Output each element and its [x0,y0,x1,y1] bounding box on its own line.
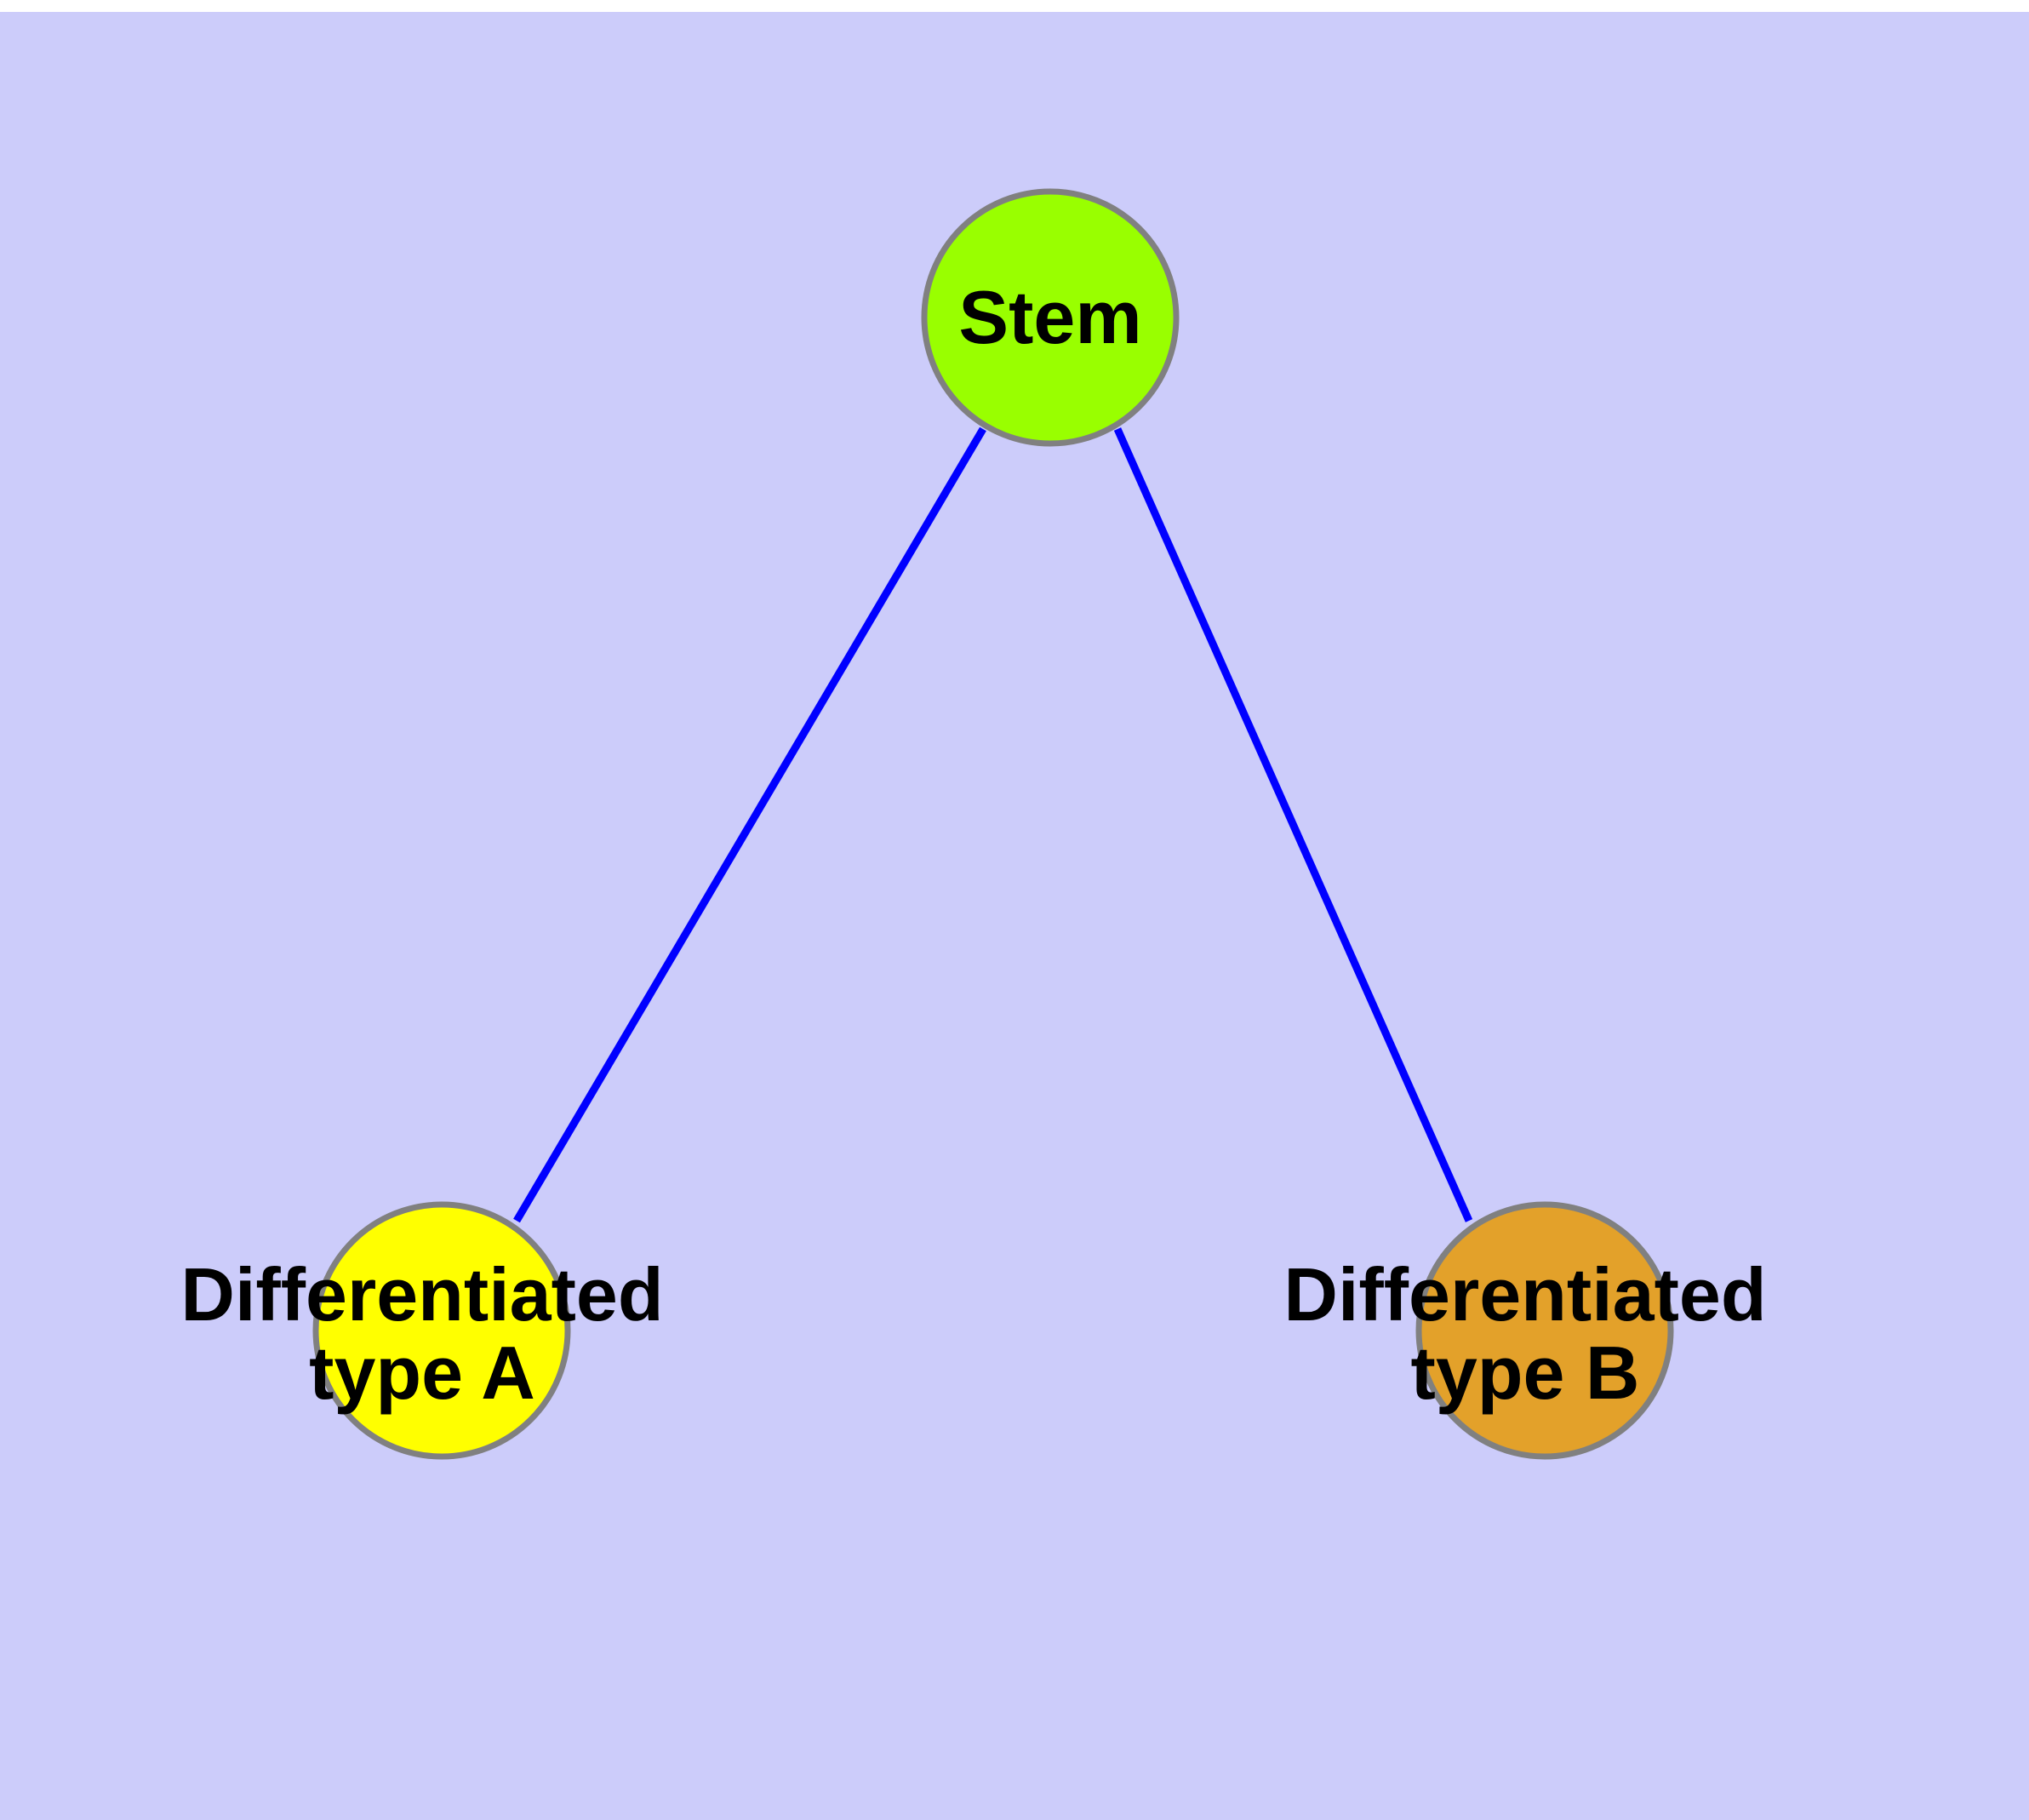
diagram-plot-area: Stem Differentiated type A Differentiate… [0,12,2029,1820]
graph-svg [312,188,1674,1460]
node-stem[interactable] [921,188,1180,447]
edge-stem-to-differentiated-type-a[interactable] [513,426,986,1223]
edge-stem-to-differentiated-type-b[interactable] [1113,427,1473,1222]
node-layer [312,188,1674,1460]
node-differentiated-type-a[interactable] [312,1201,571,1460]
node-differentiated-type-b[interactable] [1415,1201,1674,1460]
edge-layer [513,426,1473,1223]
